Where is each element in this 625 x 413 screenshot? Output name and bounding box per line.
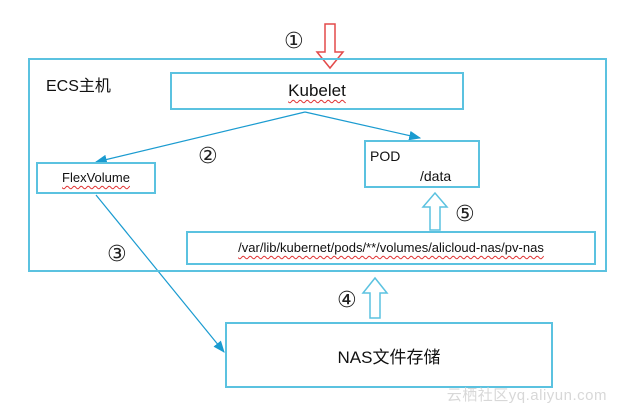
- flexvolume-box: [36, 162, 156, 194]
- host-path-box: [186, 231, 596, 265]
- ecs-host-label: ECS主机: [46, 78, 111, 95]
- watermark: 云栖社区yq.aliyun.com: [446, 387, 607, 404]
- step-4-label: ④: [337, 287, 357, 312]
- pod-label: POD: [370, 148, 401, 164]
- kubelet-label: Kubelet: [170, 81, 464, 101]
- kubelet-box: [170, 72, 464, 110]
- step-3-label: ③: [107, 241, 127, 266]
- step-1-label: ①: [284, 28, 304, 53]
- ecs-host-box: [28, 58, 607, 272]
- pod-data-path: /data: [420, 168, 452, 184]
- flexvolume-text: FlexVolume: [62, 170, 130, 185]
- kubelet-to-pod-arrow: [304, 111, 422, 141]
- kubelet-to-flexvolume-arrow: [94, 111, 306, 165]
- mount-up-arrow-icon: [421, 191, 449, 231]
- nas-storage-box: [225, 322, 553, 388]
- step-2-label: ②: [198, 143, 218, 168]
- nas-up-arrow-icon: [361, 276, 389, 319]
- flexvolume-label: FlexVolume: [36, 170, 156, 185]
- pod-box: [364, 140, 480, 188]
- entry-arrow-icon: [315, 23, 345, 70]
- host-path-text: /var/lib/kubernet/pods/**/volumes/aliclo…: [238, 240, 544, 255]
- flexvolume-to-nas-arrow: [95, 194, 225, 353]
- host-path-label: /var/lib/kubernet/pods/**/volumes/aliclo…: [186, 240, 596, 255]
- step-5-label: ⑤: [455, 201, 475, 226]
- nas-storage-label: NAS文件存储: [337, 348, 441, 367]
- kubelet-text: Kubelet: [288, 81, 346, 100]
